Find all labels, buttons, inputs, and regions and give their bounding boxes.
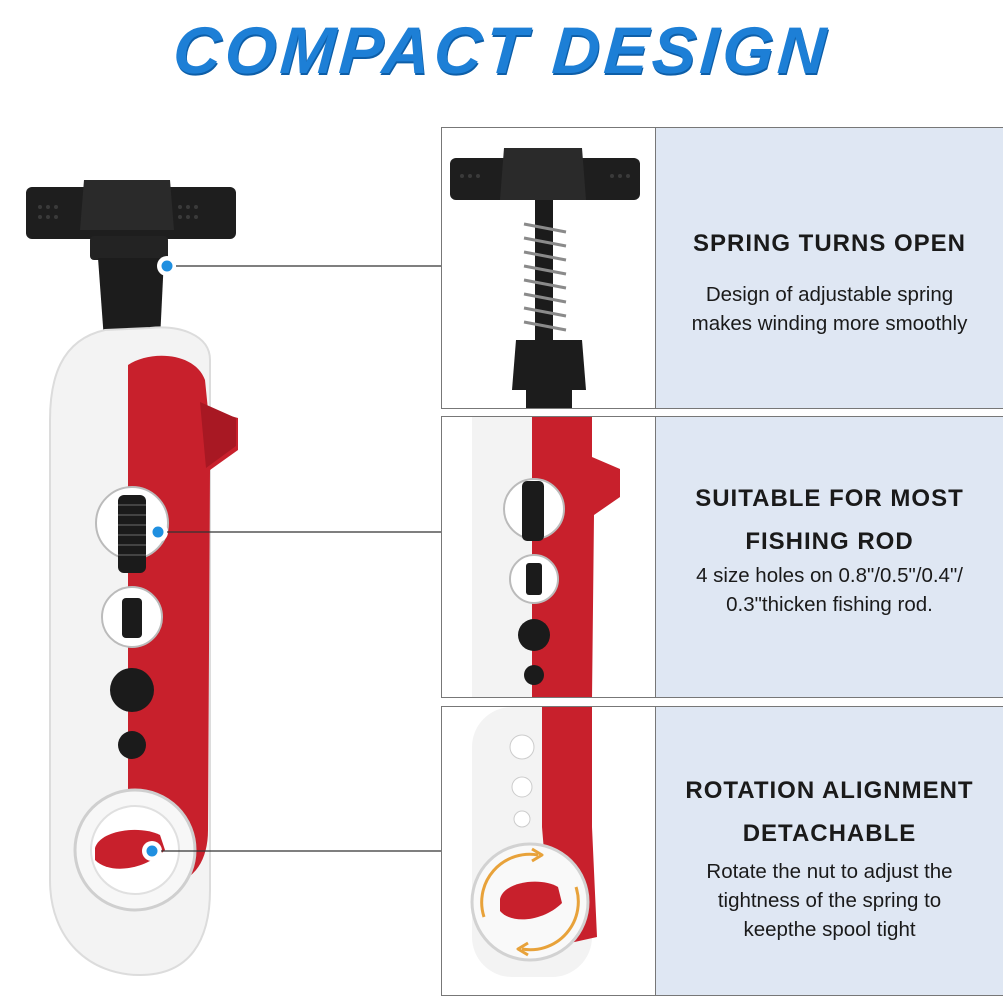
product-body [49, 326, 238, 977]
feature-title: SPRING TURNS OPEN [656, 230, 1003, 258]
feature-panel-spring: SPRING TURNS OPEN Design of adjustable s… [656, 127, 1003, 409]
callout-dot-icon [158, 257, 176, 275]
feature-description: Design of adjustable spring makes windin… [656, 280, 1003, 338]
feature-desc-line: keepthe spool tight [743, 918, 916, 941]
feature-title-line: SPRING TURNS OPEN [692, 230, 967, 257]
callout-dot-icon [143, 842, 161, 860]
knob-handle [26, 180, 236, 340]
rotation-arrows-icon [480, 847, 580, 957]
detail-image-holes [441, 416, 656, 698]
feature-description: 4 size holes on 0.8"/0.5"/0.4"/ 0.3"thic… [656, 561, 1003, 619]
feature-title: ROTATION ALIGNMENT DETACHABLE [656, 769, 1003, 855]
feature-panel-fit: SUITABLE FOR MOST FISHING ROD 4 size hol… [656, 416, 1003, 698]
callout-dot-icon [149, 523, 167, 541]
callout-marker-1 [157, 256, 177, 276]
feature-desc-line: Design of adjustable spring [705, 283, 954, 306]
feature-title-line: ROTATION ALIGNMENT [685, 777, 974, 804]
feature-title-line: DETACHABLE [742, 820, 917, 847]
feature-title: SUITABLE FOR MOST FISHING ROD [656, 477, 1003, 563]
feature-desc-line: makes winding more smoothly [691, 312, 968, 335]
feature-desc-line: 4 size holes on 0.8"/0.5"/0.4"/ [696, 564, 963, 587]
feature-desc-line: 0.3"thicken fishing rod. [726, 593, 933, 616]
feature-panel-rotation: ROTATION ALIGNMENT DETACHABLE Rotate the… [656, 706, 1003, 996]
hero-product-image [26, 180, 238, 977]
feature-title-line: SUITABLE FOR MOST [695, 485, 964, 512]
feature-desc-line: Rotate the nut to adjust the [706, 860, 953, 883]
callout-marker-2 [148, 522, 168, 542]
detail-image-rotation [441, 706, 656, 996]
feature-title-line: FISHING ROD [745, 528, 914, 555]
headline: COMPACT DESIGN [170, 13, 833, 87]
feature-description: Rotate the nut to adjust the tightness o… [656, 857, 1003, 944]
detail-image-spring [441, 127, 656, 409]
feature-desc-line: tightness of the spring to [717, 889, 942, 912]
callout-marker-3 [142, 841, 162, 861]
